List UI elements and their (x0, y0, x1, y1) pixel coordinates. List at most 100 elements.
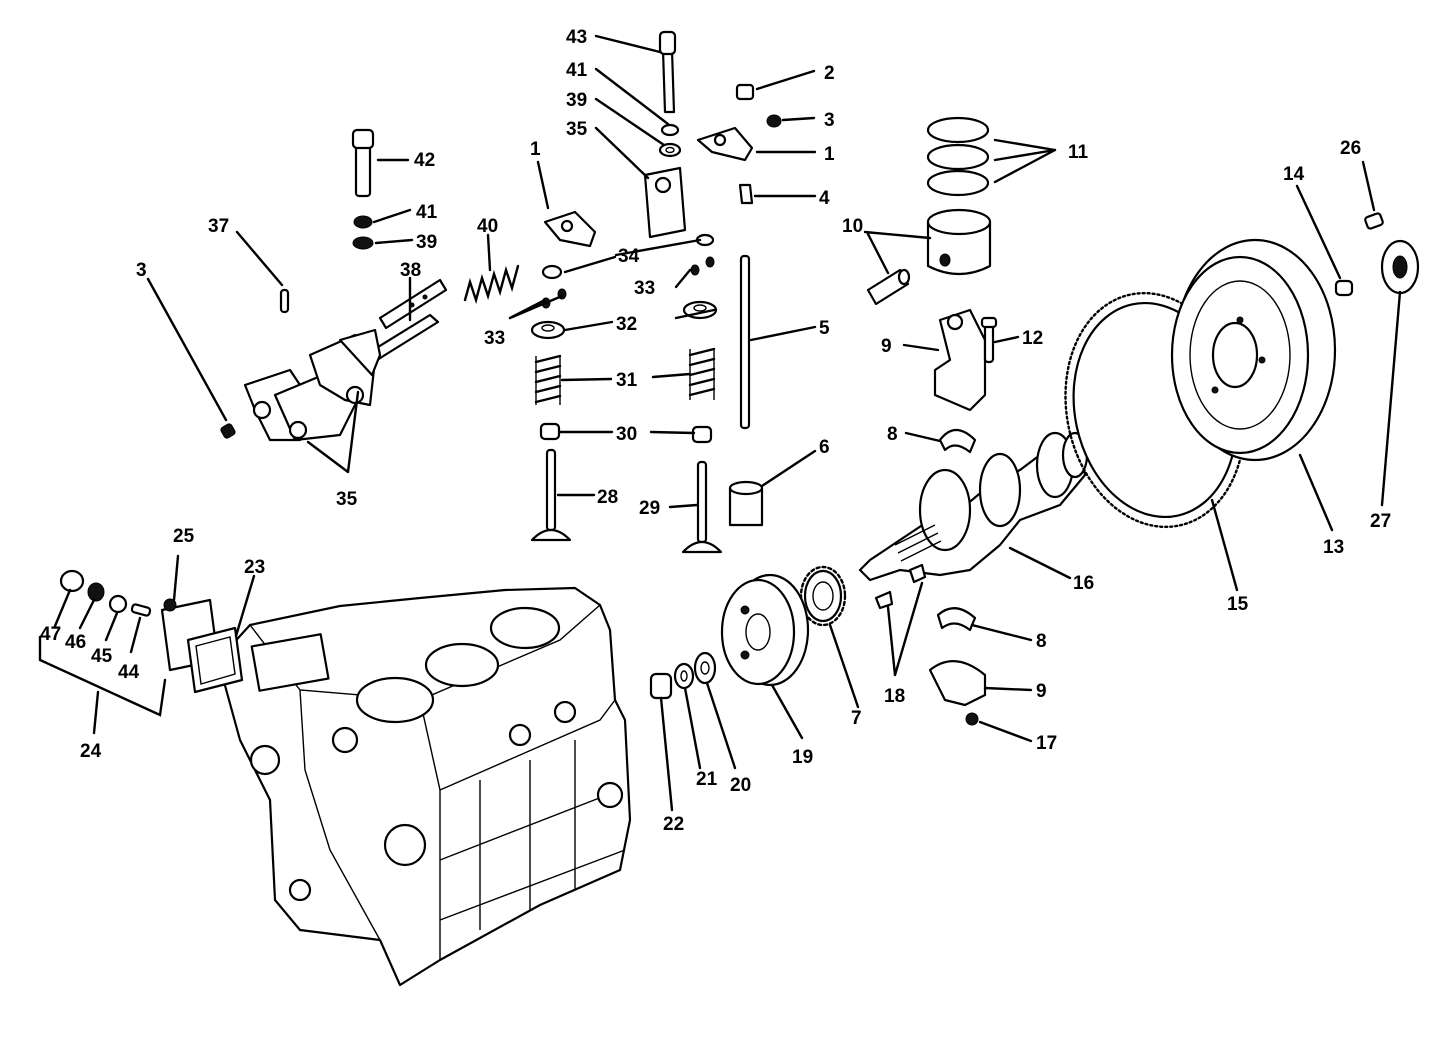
callout-7: 7 (851, 708, 862, 729)
bearing-8-upper (938, 428, 977, 454)
piston-pin-10 (866, 268, 911, 306)
callout-25: 25 (173, 526, 195, 547)
callout-42: 42 (414, 150, 435, 171)
callout-20: 20 (730, 775, 751, 796)
callout-30: 30 (616, 424, 637, 445)
seal-30-left (539, 422, 561, 441)
seal-46 (87, 582, 105, 602)
washer-21 (673, 662, 695, 690)
callout-4: 4 (819, 188, 830, 209)
callout-12: 12 (1022, 328, 1043, 349)
rocker-shaft-assembly (243, 313, 440, 442)
callout-41: 41 (566, 60, 588, 81)
callout-15: 15 (1227, 594, 1249, 615)
nut-22 (649, 672, 673, 700)
pin-44 (130, 603, 152, 617)
ring-45 (108, 594, 128, 614)
callout-17: 17 (1036, 733, 1057, 754)
nut-3 (766, 114, 782, 128)
callout-35: 35 (566, 119, 588, 140)
callout-8: 8 (1036, 631, 1047, 652)
callout-44: 44 (118, 662, 140, 683)
callout-5: 5 (819, 318, 830, 339)
bolt-14 (1334, 279, 1354, 297)
callout-33: 33 (484, 328, 505, 349)
cylinder-block (216, 586, 632, 987)
callout-13: 13 (1323, 537, 1344, 558)
callout-31: 31 (616, 370, 638, 391)
callout-labels: 43 41 39 35 2 3 1 4 11 10 26 14 1 42 41 … (40, 27, 1391, 835)
callout-27: 27 (1370, 511, 1391, 532)
pin-26 (1364, 212, 1384, 230)
callout-26: 26 (1340, 138, 1361, 159)
rod-cap-9 (928, 660, 987, 707)
callout-8: 8 (887, 424, 898, 445)
spring-40 (463, 264, 520, 305)
callout-1: 1 (530, 139, 541, 160)
bearing-8-lower (936, 607, 977, 632)
callout-3: 3 (136, 260, 147, 281)
callout-39: 39 (416, 232, 437, 253)
callout-28: 28 (597, 487, 618, 508)
nut-41-top (660, 123, 680, 137)
callout-38: 38 (400, 260, 421, 281)
callout-39: 39 (566, 90, 587, 111)
rocker-arm-1-right (696, 126, 754, 162)
tappet-6 (728, 480, 764, 527)
callout-35: 35 (336, 489, 358, 510)
callout-41: 41 (416, 202, 438, 223)
rod-bolt-12 (980, 316, 998, 364)
leader-lines (38, 34, 1402, 812)
washer-39 (352, 236, 374, 250)
callout-9: 9 (881, 336, 892, 357)
callout-24: 24 (80, 741, 102, 762)
callout-9: 9 (1036, 681, 1047, 702)
support-35 (643, 166, 687, 239)
nut-2 (735, 83, 755, 101)
callout-18: 18 (884, 686, 905, 707)
pushrod-5 (739, 254, 751, 430)
cap-47 (59, 569, 85, 593)
piston-rings-11 (926, 116, 990, 197)
callout-45: 45 (91, 646, 113, 667)
callout-21: 21 (696, 769, 718, 790)
crankshaft-16 (858, 431, 1089, 582)
callout-10: 10 (842, 216, 863, 237)
nut-41 (353, 215, 373, 229)
seal-30-right (691, 425, 713, 444)
callout-32: 32 (616, 314, 637, 335)
nut-17 (965, 712, 979, 726)
plug-3 (220, 423, 236, 439)
callout-47: 47 (40, 624, 61, 645)
washer-39-top (658, 142, 682, 158)
cropped-title-bar (250, 1022, 1210, 1037)
retainer-32-left (530, 320, 566, 340)
callout-43: 43 (566, 27, 587, 48)
callout-22: 22 (663, 814, 684, 835)
callout-3: 3 (824, 110, 835, 131)
callout-34: 34 (618, 246, 640, 267)
callout-16: 16 (1073, 573, 1094, 594)
pulley-19 (720, 573, 810, 687)
piston-10 (926, 208, 992, 276)
keys-33-right (690, 256, 715, 276)
callout-46: 46 (65, 632, 86, 653)
valve-28 (530, 448, 572, 542)
callout-37: 37 (208, 216, 229, 237)
callout-6: 6 (819, 437, 830, 458)
connecting-rod-9 (933, 308, 987, 412)
valve-spring-31-right (688, 347, 716, 400)
callout-11: 11 (1068, 142, 1089, 163)
keys-18 (874, 563, 927, 610)
cap-4 (738, 183, 754, 205)
valve-29 (681, 460, 723, 554)
gasket-23 (186, 626, 244, 694)
rod-43 (658, 30, 677, 114)
callout-2: 2 (824, 63, 835, 84)
flywheel-13 (1170, 238, 1337, 462)
callout-23: 23 (244, 557, 265, 578)
cap-34-left (541, 264, 563, 280)
washer-20 (693, 651, 717, 685)
callout-1: 1 (824, 144, 835, 165)
